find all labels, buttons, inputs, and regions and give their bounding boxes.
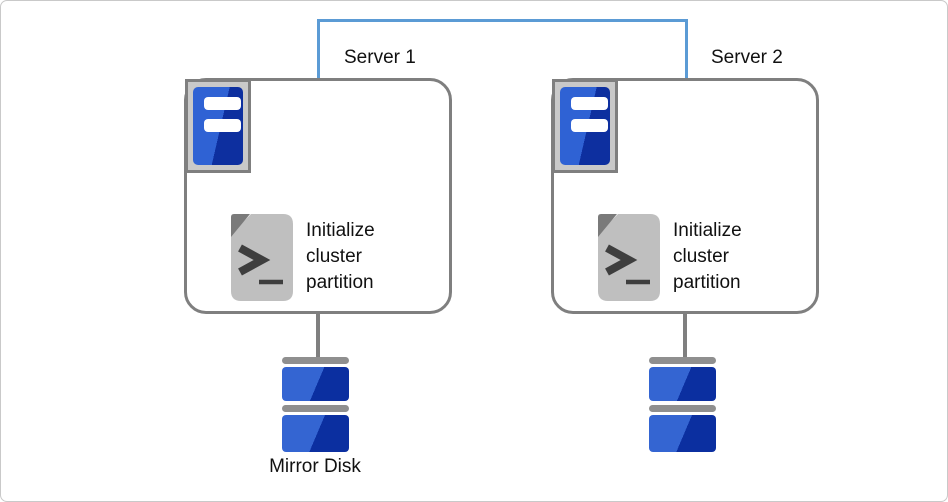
server-tower-icon [552, 79, 618, 173]
task-label: Initialize cluster partition [306, 220, 375, 293]
disk-cap-bar [649, 357, 716, 364]
disk-connector-line [316, 313, 320, 358]
disk-platter [649, 367, 716, 401]
disk-platter [282, 415, 349, 452]
disk-cap-bar [282, 357, 349, 364]
mirror-disk-icon [282, 357, 349, 452]
server-group-1: Server 1 Initialize cluster partition Mi… [184, 1, 452, 501]
server-drive-slot [571, 119, 608, 132]
server-tower-body [560, 87, 610, 165]
terminal-script-icon [598, 214, 660, 301]
disk-mid-bar [649, 405, 716, 412]
server-2-label: Server 2 [711, 47, 783, 68]
server-group-2: Server 2 Initialize cluster partition [551, 1, 819, 501]
server-drive-slot [571, 97, 608, 110]
mirror-disk-icon [649, 357, 716, 452]
server-tower-icon [185, 79, 251, 173]
disk-platter [282, 367, 349, 401]
server-1-label: Server 1 [344, 47, 416, 68]
mirror-disk-label: Mirror Disk [269, 456, 361, 477]
server-drive-slot [204, 97, 241, 110]
heartbeat-link-line [317, 19, 688, 79]
disk-mid-bar [282, 405, 349, 412]
server-tower-body [193, 87, 243, 165]
task-label: Initialize cluster partition [673, 220, 742, 293]
server-drive-slot [204, 119, 241, 132]
disk-connector-line [683, 313, 687, 358]
disk-platter [649, 415, 716, 452]
terminal-script-icon [231, 214, 293, 301]
